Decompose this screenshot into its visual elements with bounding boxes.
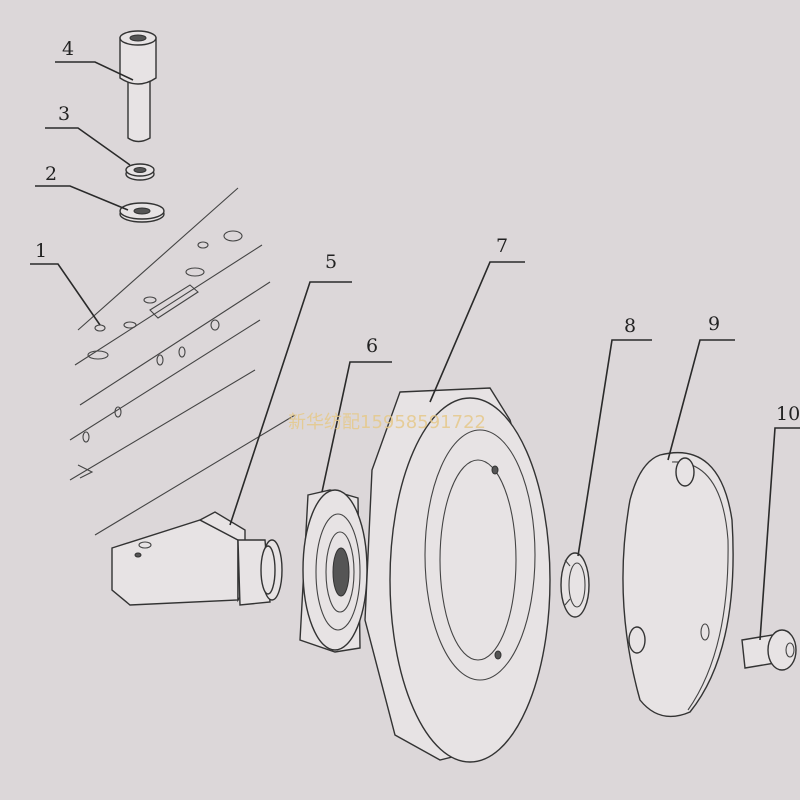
- circlip-part-8: [560, 552, 590, 618]
- wheel-part-7: [364, 387, 551, 763]
- callout-1: 1: [35, 240, 47, 262]
- callout-8: 8: [624, 315, 636, 337]
- bolt-part-4: [119, 30, 157, 143]
- washer-part-2: [119, 202, 165, 223]
- callout-7: 7: [496, 235, 508, 257]
- callout-3: 3: [58, 103, 70, 125]
- screw-part-10: [741, 629, 797, 671]
- spring-washer-part-3: [125, 163, 155, 181]
- leader-lines: [30, 61, 800, 641]
- callout-5: 5: [325, 251, 337, 273]
- callout-9: 9: [708, 313, 720, 335]
- callout-2: 2: [45, 163, 57, 185]
- shaft-part-5: [111, 511, 283, 606]
- watermark-text: 新华纺配15958591722: [288, 412, 486, 433]
- bearing-part-6: [299, 489, 368, 653]
- callout-10: 10: [776, 403, 800, 425]
- cover-plate-part-9: [622, 451, 734, 718]
- callout-4: 4: [62, 38, 74, 60]
- callout-6: 6: [366, 335, 378, 357]
- mounting-plate: [69, 187, 296, 536]
